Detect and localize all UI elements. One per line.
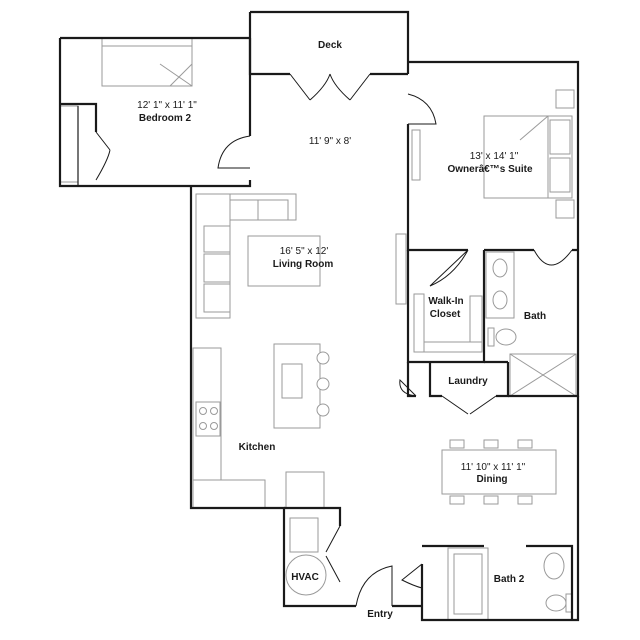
dining-label: Dining bbox=[476, 474, 507, 485]
coffee-table bbox=[247, 235, 321, 287]
owners-bed bbox=[411, 89, 575, 219]
dining-table bbox=[441, 439, 557, 505]
hvac-unit bbox=[285, 517, 327, 596]
deck-label: Deck bbox=[318, 40, 342, 51]
bath-label: Bath bbox=[524, 311, 546, 322]
kitchen-counter bbox=[192, 347, 266, 509]
doors bbox=[95, 73, 573, 607]
closet-label-1: Walk-In bbox=[428, 296, 463, 307]
walls bbox=[58, 10, 580, 622]
refrigerator bbox=[285, 471, 325, 509]
kitchen-label: Kitchen bbox=[239, 442, 276, 453]
entry-label: Entry bbox=[367, 609, 393, 620]
owners-suite-dims: 13' x 14' 1" bbox=[470, 151, 519, 162]
dining-dims: 11' 10" x 11' 1" bbox=[461, 462, 526, 473]
bath2-fixtures bbox=[447, 547, 573, 621]
tv-console bbox=[395, 233, 407, 305]
entry-closet-panel bbox=[59, 105, 79, 183]
bath2-label: Bath 2 bbox=[494, 574, 525, 585]
hvac-label: HVAC bbox=[291, 572, 319, 583]
living-room-dims: 16' 5" x 12' bbox=[280, 246, 329, 257]
bath-fixtures bbox=[485, 251, 577, 397]
living-sofa bbox=[195, 193, 297, 319]
kitchen-island bbox=[273, 343, 330, 429]
hall-dims: 11' 9" x 8' bbox=[309, 136, 351, 147]
laundry-label: Laundry bbox=[448, 376, 488, 387]
living-room-label: Living Room bbox=[273, 259, 334, 270]
closet-label-2: Closet bbox=[430, 309, 461, 320]
closet-shelves bbox=[413, 293, 483, 353]
bedroom2-label: Bedroom 2 bbox=[139, 113, 192, 124]
bedroom2-dims: 12' 1" x 11' 1" bbox=[137, 100, 197, 111]
owners-suite-label: Ownerâ€™s Suite bbox=[447, 164, 532, 175]
bedroom2-bed bbox=[101, 37, 193, 87]
